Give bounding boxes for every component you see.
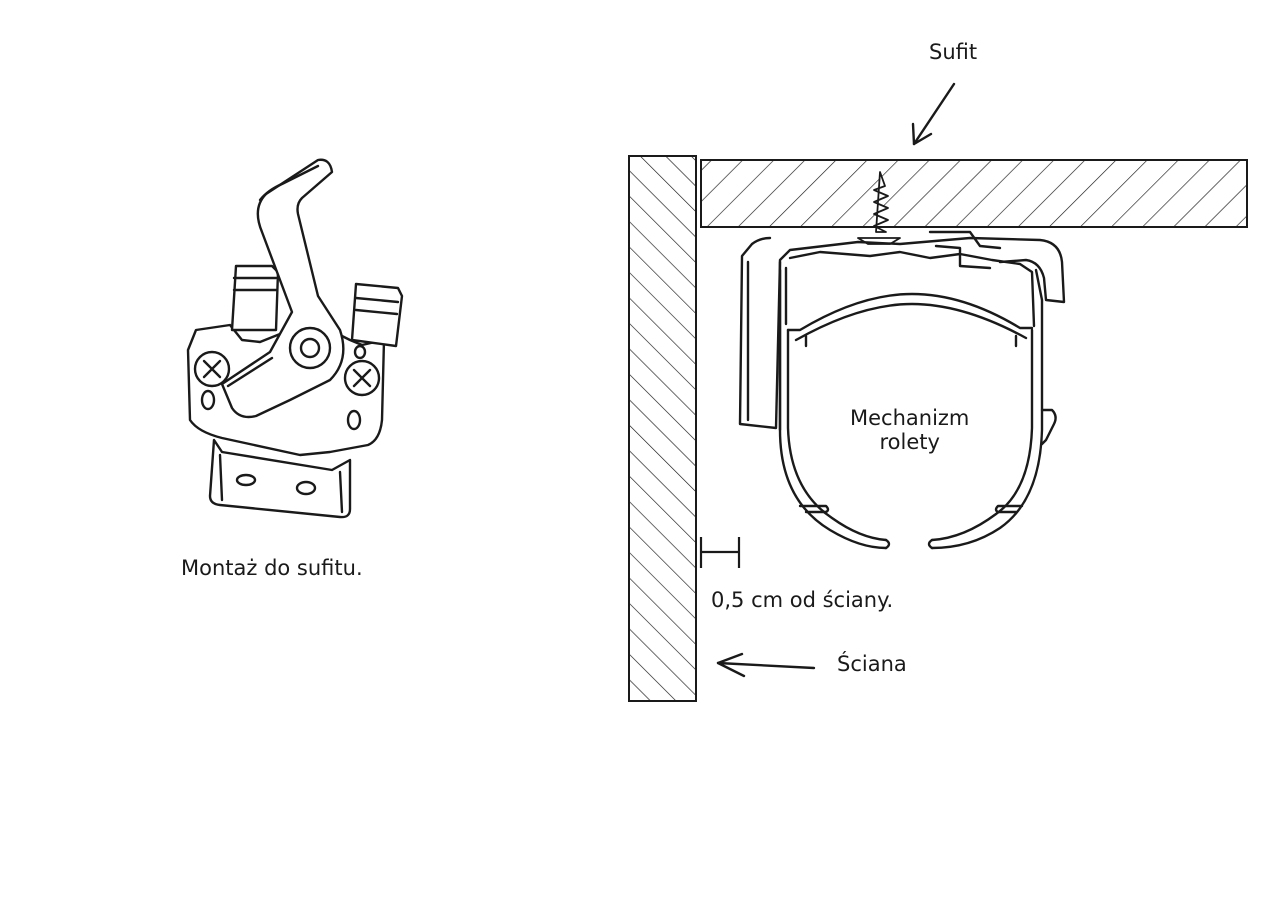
wall-label: Ściana — [837, 652, 907, 676]
wall-distance-label: 0,5 cm od ściany. — [711, 588, 894, 612]
wall-section — [628, 155, 697, 702]
ceiling-arrow-icon — [911, 82, 956, 146]
ceiling-label: Sufit — [929, 40, 978, 64]
ceiling-slab — [700, 159, 1248, 228]
screw-right-icon — [343, 359, 381, 397]
mechanism-label-line2: rolety — [879, 430, 940, 455]
cassette-shell — [778, 268, 1044, 550]
bracket-base-plate — [208, 438, 352, 519]
ceiling-bracket-illustration — [186, 158, 404, 519]
mechanism-label-line1: Mechanizm — [850, 406, 970, 430]
mechanism-label: Mechanizm rolety — [850, 406, 969, 454]
distance-marker — [699, 537, 741, 568]
ceiling-mount-caption: Montaż do sufitu. — [181, 556, 363, 580]
wall-arrow-icon — [716, 652, 816, 678]
screw-left-icon — [193, 350, 231, 388]
roller-blind-mechanism — [738, 230, 1066, 550]
